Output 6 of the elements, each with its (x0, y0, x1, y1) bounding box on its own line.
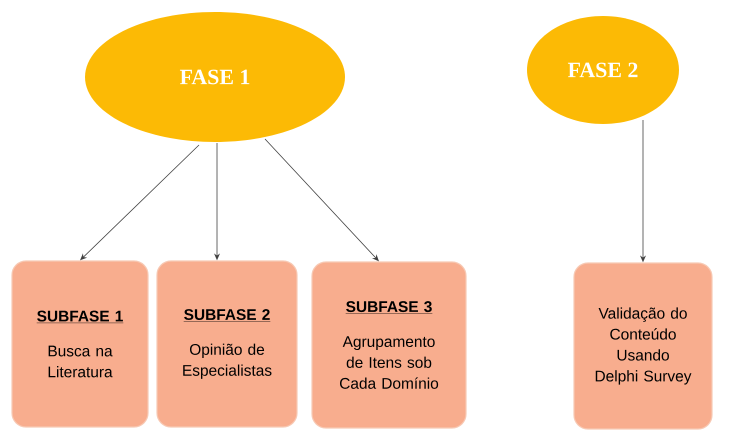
process-box: SUBFASE 3 Agrupamento de Itens sob Cada Domínio (311, 261, 467, 429)
process-box: Validação do Conteúdo Usando Delphi Survey (573, 262, 713, 430)
arrow (264, 138, 379, 262)
arrow (80, 144, 200, 260)
process-box: SUBFASE 1 Busca na Literatura (11, 260, 149, 428)
process-box: SUBFASE 2 Opinião de Especialistas (156, 260, 298, 428)
